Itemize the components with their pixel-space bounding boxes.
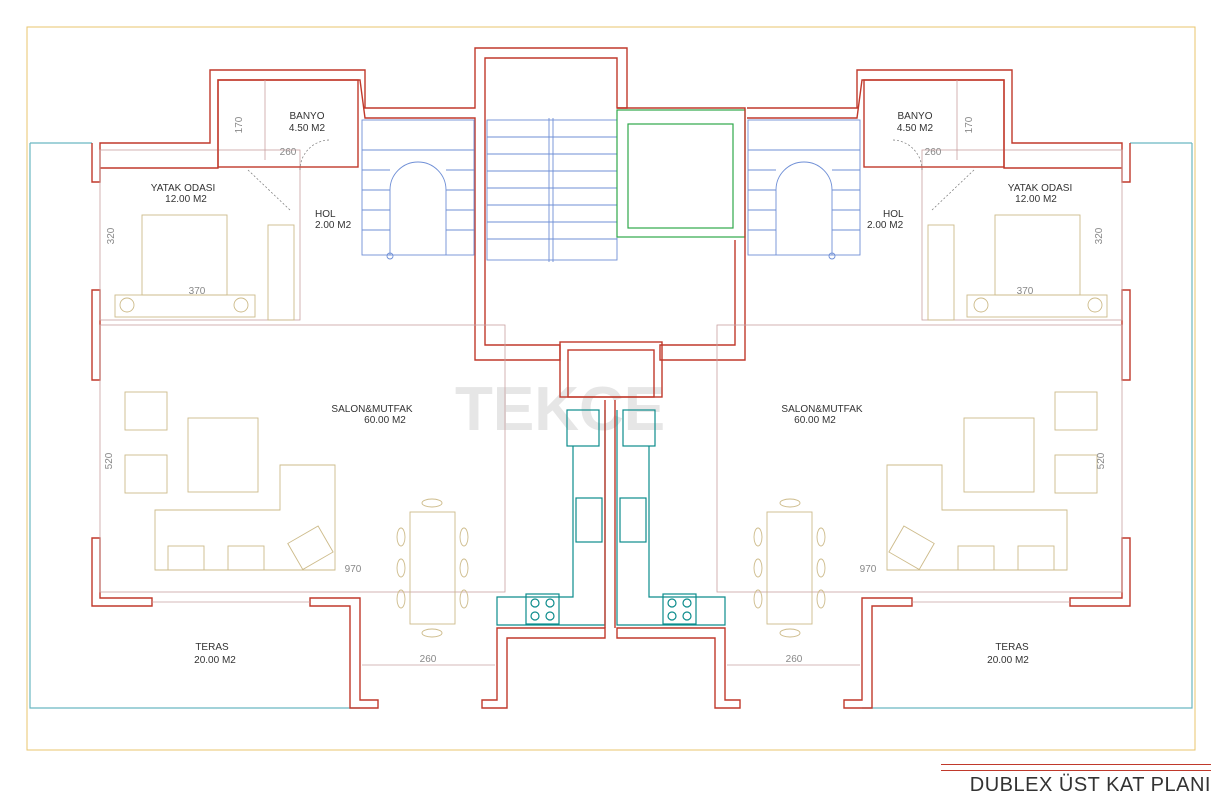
right-hol-area: 2.00 M2 <box>867 220 904 231</box>
left-salon-walls <box>99 324 506 593</box>
left-teras-label: TERAS <box>195 642 229 653</box>
right-hol-label: HOL <box>883 209 904 220</box>
left-yatak-label: YATAK ODASI <box>151 183 215 194</box>
left-salon-area: 60.00 M2 <box>364 415 406 426</box>
right-yatak-height-dim: 320 <box>1094 227 1105 244</box>
left-salon-label: SALON&MUTFAK <box>331 404 412 415</box>
right-salon-height-dim: 520 <box>1096 452 1107 469</box>
core-shaft-walls <box>604 400 616 628</box>
left-teras-area: 20.00 M2 <box>194 655 236 666</box>
elevator-car <box>627 123 734 229</box>
elevator-shaft <box>616 109 746 238</box>
right-yatak-width-dim: 370 <box>1017 286 1034 297</box>
left-banyo-walls <box>217 79 359 168</box>
right-unit <box>616 69 1193 709</box>
left-wall-corner <box>91 537 153 607</box>
left-living-furniture <box>124 391 336 571</box>
left-wall-front <box>481 627 606 709</box>
left-yatak-width-dim: 370 <box>189 286 206 297</box>
left-hol-label: HOL <box>315 209 336 220</box>
right-salon-width-dim: 970 <box>860 564 877 575</box>
left-banyo-door <box>299 139 331 171</box>
left-wall-teras <box>309 597 379 709</box>
left-banyo-label: BANYO <box>289 111 324 122</box>
right-teras-label: TERAS <box>995 642 1029 653</box>
right-salon-area: 60.00 M2 <box>794 415 836 426</box>
left-yatak-area: 12.00 M2 <box>165 194 207 205</box>
core-east-walls <box>617 107 746 361</box>
left-salon-height-dim: 520 <box>104 452 115 469</box>
right-teras-area: 20.00 M2 <box>987 655 1029 666</box>
right-yatak-area: 12.00 M2 <box>1015 194 1057 205</box>
left-hol-area: 2.00 M2 <box>315 220 352 231</box>
right-salon-label: SALON&MUTFAK <box>781 404 862 415</box>
left-banyo-area: 4.50 M2 <box>289 123 326 134</box>
left-yatak-height-dim: 320 <box>106 227 117 244</box>
right-banyo-area: 4.50 M2 <box>897 123 934 134</box>
right-banyo-dim: 170 <box>964 116 975 133</box>
title-underline <box>941 764 1211 771</box>
plan-title: DUBLEX ÜST KAT PLANI <box>969 774 1211 796</box>
left-dining-table <box>396 498 469 638</box>
center-core <box>486 107 746 628</box>
right-yatak-label: YATAK ODASI <box>1008 183 1072 194</box>
left-teras-width-dim: 260 <box>420 654 437 665</box>
left-yatak-door <box>247 169 291 211</box>
left-wall-pier-1 <box>91 289 101 381</box>
left-banyo-dim: 170 <box>234 116 245 133</box>
left-bed <box>114 214 295 321</box>
left-salon-width-dim: 970 <box>345 564 362 575</box>
right-teras-width-dim: 260 <box>786 654 803 665</box>
center-stair <box>486 118 618 262</box>
left-teras-outline <box>29 142 360 709</box>
right-banyo-label: BANYO <box>897 111 932 122</box>
left-wc-dim: 260 <box>280 147 297 158</box>
left-stair <box>361 119 475 260</box>
core-entry-inner <box>567 349 655 398</box>
drawing-frame <box>26 26 1196 751</box>
left-yatak-walls <box>99 149 301 321</box>
right-wc-dim: 260 <box>925 147 942 158</box>
